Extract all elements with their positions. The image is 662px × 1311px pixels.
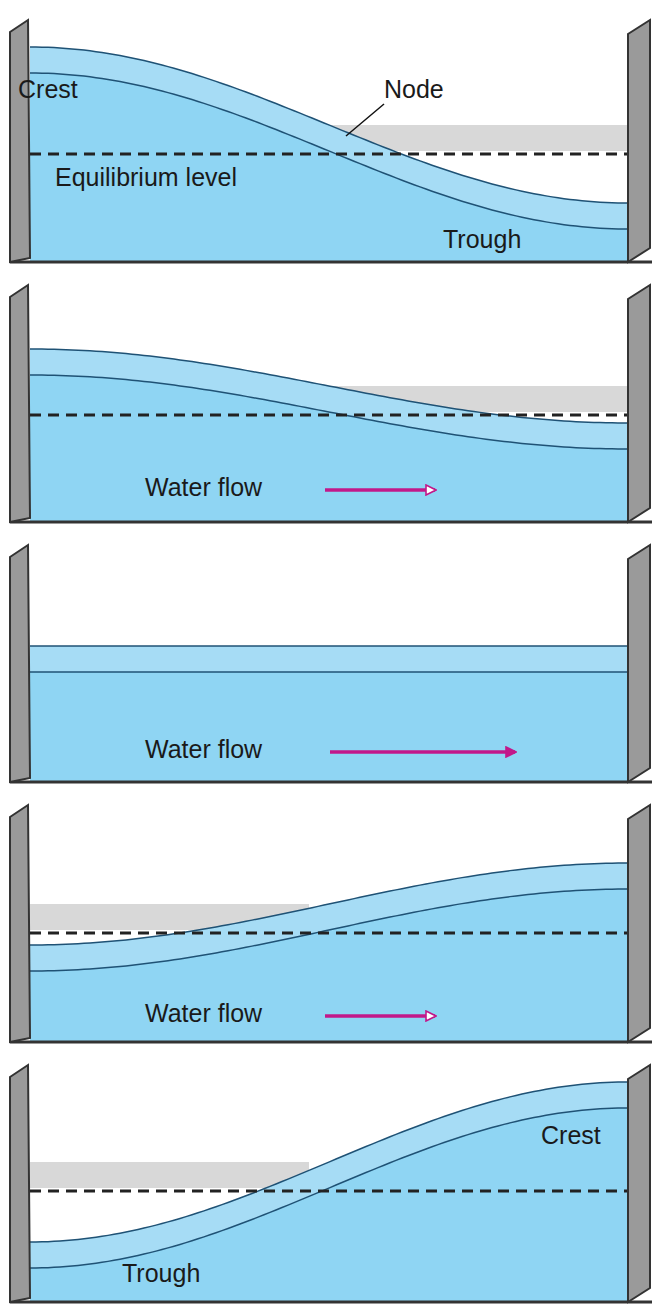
basin-floor — [10, 1041, 652, 1044]
basin-panel — [10, 805, 652, 1042]
basin-floor — [10, 521, 652, 524]
water-body — [30, 1108, 628, 1302]
basin-floor — [10, 781, 652, 784]
surface-line — [30, 889, 628, 971]
trough-label: Trough — [122, 1260, 200, 1288]
surface-band — [30, 1082, 628, 1268]
basin-wall — [628, 545, 650, 782]
crest-label: Crest — [541, 1122, 601, 1150]
surface-line — [30, 645, 628, 647]
surface-band — [30, 646, 628, 672]
basin-wall — [10, 1065, 30, 1302]
water-body — [30, 73, 628, 262]
surface-line — [30, 375, 628, 449]
flow-label: Water flow — [145, 474, 262, 502]
basin-wall — [10, 20, 30, 262]
basin-wall — [10, 285, 30, 522]
node-label: Node — [384, 76, 444, 104]
flow-arrow — [330, 750, 515, 754]
basin-floor — [10, 1301, 652, 1304]
basin-wall — [10, 545, 30, 782]
equilibrium-line — [30, 932, 628, 935]
flow-arrow — [325, 1014, 435, 1018]
basin-wall — [628, 285, 650, 522]
flow-arrow — [325, 488, 435, 492]
trough-label: Trough — [443, 226, 521, 254]
basin-panel — [10, 1065, 652, 1302]
surface-band — [30, 863, 628, 971]
equilibrium-label: Equilibrium level — [55, 164, 237, 192]
surface-band — [30, 349, 628, 449]
surface-line — [30, 671, 628, 673]
surface-line — [30, 863, 628, 945]
surface-line — [30, 73, 628, 229]
surface-band — [30, 47, 628, 229]
surface-line — [30, 1082, 628, 1242]
surface-line — [30, 47, 628, 203]
equilibrium-line — [30, 1190, 628, 1193]
basin-floor — [10, 261, 652, 264]
flow-label: Water flow — [145, 1000, 262, 1028]
crest-label: Crest — [18, 76, 78, 104]
surface-line — [30, 1108, 628, 1268]
basin-panel — [10, 20, 652, 262]
leader-line — [346, 104, 384, 136]
rest-level — [30, 1162, 309, 1188]
equilibrium-line — [30, 153, 628, 156]
flow-label: Water flow — [145, 736, 262, 764]
water-body — [30, 672, 628, 782]
basin-wall — [10, 805, 30, 1042]
basin-wall — [628, 20, 650, 262]
basin-wall — [628, 1065, 650, 1302]
equilibrium-line — [30, 414, 628, 417]
basin-wall — [628, 805, 650, 1042]
basin-panel — [10, 285, 652, 522]
basin-panel — [10, 545, 652, 782]
